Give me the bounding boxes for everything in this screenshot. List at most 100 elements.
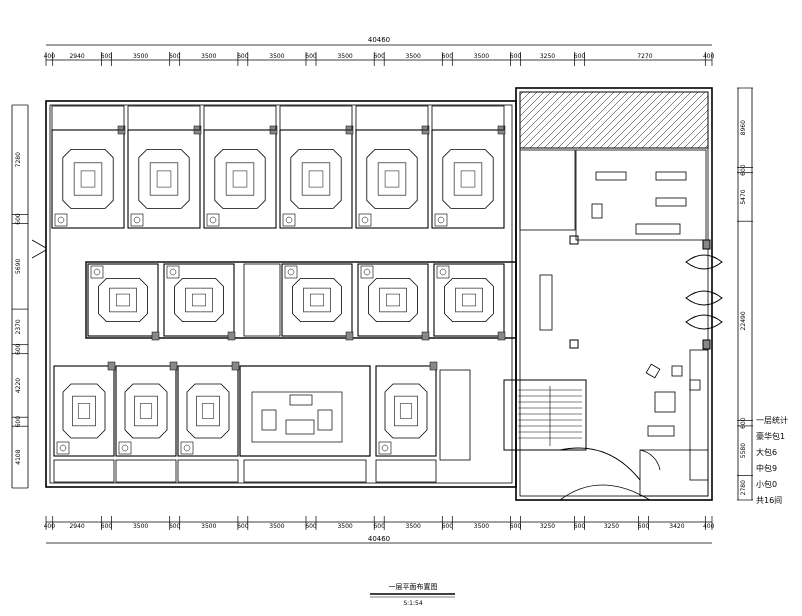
dimension-bottom: 40460 400 2940 600 3500 600 3500 600 3500 600 350… [44, 516, 715, 544]
table-inner [201, 403, 215, 419]
sofa-outline [444, 278, 494, 322]
dim-top-segment-label: 600 [373, 53, 385, 60]
toilet [361, 216, 369, 224]
legend-line-1: 一层统计 [756, 415, 788, 425]
middle-row-rooms [87, 263, 506, 341]
dim-top-segment-label: 3500 [474, 53, 489, 60]
restroom [130, 213, 144, 227]
dim-top-segment-label: 2940 [69, 53, 84, 60]
bottom-row-rooms [53, 361, 471, 483]
dim-left-segment-label: 4220 [15, 378, 22, 393]
table [225, 162, 255, 196]
dim-bottom-segment-label: 600 [101, 523, 113, 530]
column [107, 361, 116, 371]
dim-top-segment-label: 400 [44, 53, 56, 60]
dim-top-segment-label: 3500 [133, 53, 148, 60]
table-inner [80, 170, 96, 188]
bottom-closet [375, 459, 437, 483]
dim-right-segment-label: 5470 [740, 189, 747, 204]
dim-bottom-segment-label: 400 [703, 523, 715, 530]
dim-bottom-segment-label: 600 [237, 523, 249, 530]
legend-line-4: 中包9 [756, 463, 777, 473]
bottom-closet [115, 459, 177, 483]
toilet [121, 444, 129, 452]
drawing-scale: S:1:54 [403, 600, 422, 607]
dim-top-segment-label: 600 [101, 53, 113, 60]
sofa-outline [62, 149, 114, 209]
reception-area [519, 149, 707, 349]
restroom [360, 265, 374, 279]
dim-top-segment-label: 600 [442, 53, 454, 60]
table-inner [139, 403, 153, 419]
dim-bottom-segment-label: 3250 [540, 523, 555, 530]
dim-top-segment-label: 3250 [540, 53, 555, 60]
table-inner [308, 170, 324, 188]
dim-bottom-total: 40460 [368, 535, 390, 543]
table-inner [386, 293, 400, 307]
restroom [180, 441, 194, 455]
table-inner [460, 170, 476, 188]
toilet [287, 268, 295, 276]
table-inner [310, 293, 324, 307]
dim-left-segment-label: 600 [15, 343, 22, 355]
closet [51, 105, 125, 131]
dim-left-segment-label: 600 [15, 213, 22, 225]
room-outline [53, 365, 115, 457]
dim-top-segment-label: 600 [169, 53, 181, 60]
dim-bottom-segment-label: 3500 [201, 523, 216, 530]
toilet [381, 444, 389, 452]
toilet [183, 444, 191, 452]
table [73, 162, 103, 196]
dim-bottom-segment-label: 2940 [69, 523, 84, 530]
toilet [59, 444, 67, 452]
dim-bottom-segment-label: 600 [373, 523, 385, 530]
column [497, 331, 506, 341]
table-inner [156, 170, 172, 188]
restroom [282, 213, 296, 227]
dim-top-segment-label: 600 [305, 53, 317, 60]
dim-right-segment-label: 5580 [740, 443, 747, 458]
dim-top-segment-label: 3500 [337, 53, 352, 60]
dim-bottom-segment-label: 3500 [337, 523, 352, 530]
middle-row-block [85, 261, 517, 339]
column [231, 361, 240, 371]
table-inner [232, 170, 248, 188]
table-inner [384, 170, 400, 188]
sofa-outline [384, 383, 428, 439]
room-outline [177, 365, 239, 457]
dim-top-segment-label: 600 [510, 53, 522, 60]
column [429, 361, 438, 371]
column [421, 331, 430, 341]
staircase [503, 379, 661, 501]
dim-bottom-segment-label: 3500 [133, 523, 148, 530]
room-outline [281, 263, 353, 337]
dim-right-segment-label: 600 [740, 417, 747, 429]
dim-top-total: 40460 [368, 36, 390, 44]
table [453, 162, 483, 196]
sofa-outline [292, 278, 342, 322]
sofa-outline [366, 149, 418, 209]
table [394, 395, 418, 427]
table [196, 395, 220, 427]
sofa-outline [124, 383, 168, 439]
entrance-revolving-doors [685, 239, 723, 350]
restroom [358, 213, 372, 227]
restroom [54, 213, 68, 227]
dim-bottom-segment-label: 3500 [474, 523, 489, 530]
legend-line-5: 小包0 [756, 479, 777, 489]
legend-line-6: 共16间 [756, 496, 782, 505]
bottom-right-room [639, 449, 709, 497]
column [169, 361, 178, 371]
drawing-title-block: 一层平面布置图 S:1:54 [370, 582, 455, 607]
sofa-outline [98, 278, 148, 322]
luxury-room [239, 365, 371, 483]
toilet [57, 216, 65, 224]
table-inner [77, 403, 91, 419]
dim-right-segment-label: 2780 [740, 480, 747, 495]
sofa-outline [214, 149, 266, 209]
dim-bottom-segment-label: 600 [510, 523, 522, 530]
sofa-outline [186, 383, 230, 439]
legend-line-2: 豪华包1 [756, 431, 785, 441]
